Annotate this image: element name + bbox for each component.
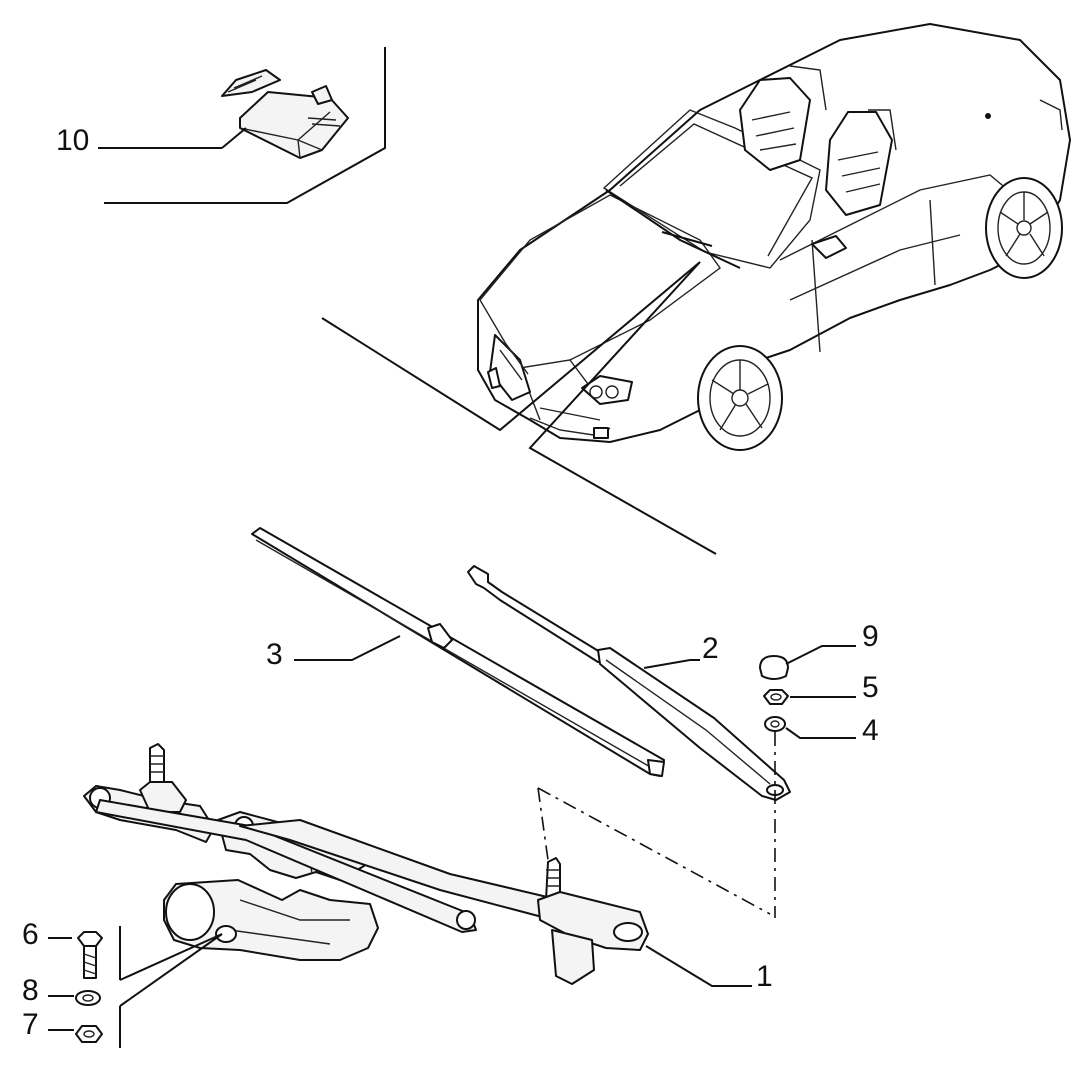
callout-6: 6 bbox=[22, 918, 72, 951]
part-5-nut bbox=[763, 689, 789, 705]
part-3-wiper-blade bbox=[251, 527, 665, 777]
part-1-wiper-linkage bbox=[83, 743, 649, 985]
callout-7: 7 bbox=[22, 1008, 74, 1041]
callout-label-2: 2 bbox=[702, 632, 719, 665]
part-4-washer bbox=[764, 716, 786, 732]
callout-1: 1 bbox=[645, 945, 773, 993]
fastener-group-leaders bbox=[119, 926, 223, 1048]
callout-4: 4 bbox=[785, 714, 879, 747]
part-6-bolt bbox=[77, 931, 103, 979]
part-7-nut bbox=[75, 1025, 103, 1043]
car-illustration bbox=[477, 23, 1071, 451]
part-10-sensor-module bbox=[104, 47, 386, 204]
part-8-washer bbox=[75, 990, 101, 1006]
callout-9: 9 bbox=[785, 620, 879, 665]
callout-label-3: 3 bbox=[266, 638, 283, 671]
callout-2: 2 bbox=[643, 632, 719, 669]
part-9-cap bbox=[759, 655, 789, 680]
callout-label-4: 4 bbox=[862, 714, 879, 747]
callout-label-1: 1 bbox=[756, 960, 773, 993]
callout-label-6: 6 bbox=[22, 918, 39, 951]
callout-label-7: 7 bbox=[22, 1008, 39, 1041]
callout-label-8: 8 bbox=[22, 974, 39, 1007]
callout-label-9: 9 bbox=[862, 620, 879, 653]
callout-label-10: 10 bbox=[56, 124, 89, 157]
part-2-wiper-arm bbox=[467, 565, 791, 801]
callout-8: 8 bbox=[22, 974, 74, 1007]
callout-5: 5 bbox=[790, 671, 879, 704]
callout-3: 3 bbox=[266, 635, 401, 671]
callout-label-5: 5 bbox=[862, 671, 879, 704]
callout-10: 10 bbox=[56, 124, 247, 157]
assembly-centerlines bbox=[537, 732, 776, 918]
detail-view-lines bbox=[321, 261, 717, 555]
